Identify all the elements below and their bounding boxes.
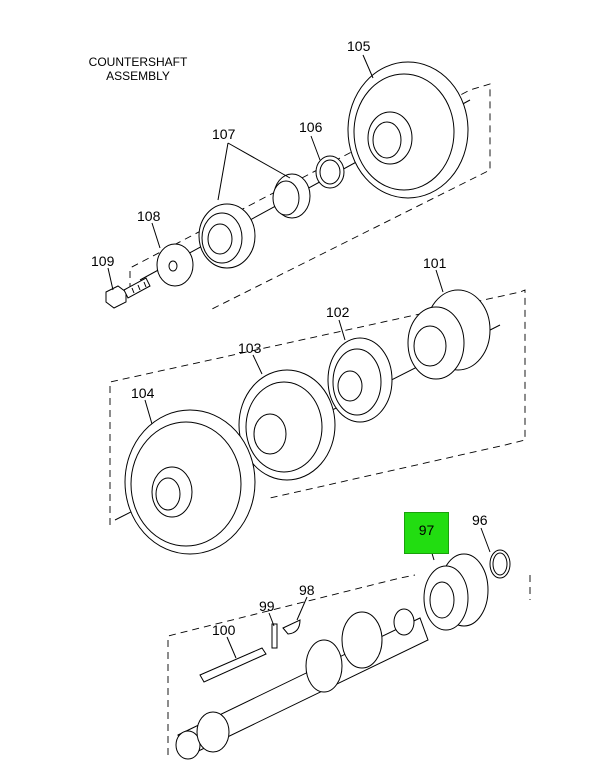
pin-99 <box>271 623 278 649</box>
bottom-assembly-boundary <box>167 574 531 755</box>
gear-105 <box>347 61 469 199</box>
callout-102: 102 <box>326 304 350 320</box>
callout-103: 103 <box>238 340 262 356</box>
callout-98: 98 <box>299 582 315 598</box>
bearing-97 <box>423 553 489 631</box>
gear-104 <box>124 409 256 555</box>
snap-ring-96 <box>489 549 511 579</box>
woodruff-key-98 <box>282 619 301 635</box>
callout-labels: 105 106 107 108 109 101 102 103 104 96 9… <box>91 38 488 638</box>
washer-108 <box>156 243 194 287</box>
callout-101: 101 <box>423 255 447 271</box>
callout-104: 104 <box>131 385 155 401</box>
diagram-title: COUNTERSHAFT ASSEMBLY <box>74 55 202 83</box>
callout-96: 96 <box>472 512 488 528</box>
countershaft <box>175 608 429 760</box>
callout-109: 109 <box>91 253 115 269</box>
title-line-2: ASSEMBLY <box>106 69 170 83</box>
gear-101 <box>407 289 491 380</box>
key-100 <box>199 647 267 683</box>
callout-100: 100 <box>212 622 236 638</box>
gear-103 <box>238 369 336 481</box>
callout-106: 106 <box>299 119 323 135</box>
callout-108: 108 <box>137 208 161 224</box>
callout-107: 107 <box>212 126 236 142</box>
bearing-107 <box>198 173 311 269</box>
snap-ring-106 <box>315 155 345 189</box>
callout-105: 105 <box>347 38 371 54</box>
callout-99: 99 <box>259 598 275 614</box>
callout-97[interactable]: 97 <box>418 522 435 538</box>
highlight-box-97[interactable] <box>404 512 449 554</box>
bolt-109 <box>105 277 151 309</box>
gear-102 <box>327 337 393 423</box>
title-line-1: COUNTERSHAFT <box>88 55 188 69</box>
